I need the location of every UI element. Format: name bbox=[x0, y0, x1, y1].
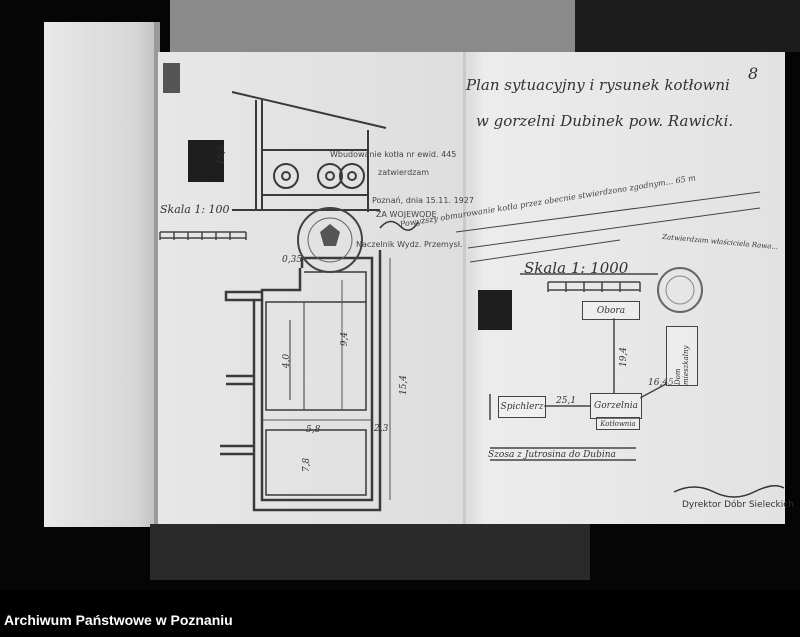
wax-seal-right bbox=[478, 290, 512, 330]
dimension-d2: 15,4 bbox=[399, 374, 410, 396]
dimension-lines bbox=[262, 258, 391, 500]
sheet-fold bbox=[463, 52, 466, 524]
upper-page-edge bbox=[170, 0, 575, 52]
dimension-d3: 5,8 bbox=[306, 425, 321, 435]
building-obora: Obora bbox=[582, 301, 640, 320]
dimension-d8: 19,4 bbox=[619, 346, 630, 368]
stamp-office: Naczelnik Wydz. Przemysł. bbox=[356, 240, 463, 249]
stamp-boiler-number: Wbudowanie kotła nr ewid. 445 bbox=[330, 150, 457, 159]
large-scale-bar bbox=[547, 281, 641, 292]
estate-stamp bbox=[657, 267, 703, 313]
building-spichlerz: Spichlerz bbox=[498, 396, 546, 418]
upper-dark-edge bbox=[575, 0, 800, 52]
boiler-elevation bbox=[231, 91, 387, 212]
stamp-voivode: ZA WOJEWODĘ bbox=[376, 210, 437, 219]
page-number: 8 bbox=[748, 64, 759, 83]
dimension-d5: 2,3 bbox=[374, 424, 389, 434]
dimension-d6: 0,35 bbox=[282, 255, 303, 265]
bottom-shadow bbox=[150, 524, 590, 580]
signature-block: Dyrektor Dóbr Sieleckich bbox=[682, 500, 794, 510]
director-signature bbox=[673, 485, 785, 498]
stamp-place-date: Poznań, dnia 15.11. 1927 bbox=[372, 196, 474, 205]
archive-footer: Archiwum Państwowe w Poznaniu bbox=[4, 612, 233, 628]
handwritten-note-lines bbox=[455, 191, 761, 263]
small-scale-bar bbox=[159, 231, 247, 240]
dimension-d1: 9,4 bbox=[340, 331, 351, 347]
left-page bbox=[44, 22, 160, 527]
distance-spichlerz-gorzelnia: 25,1 bbox=[556, 396, 577, 406]
wax-seal-left bbox=[188, 140, 224, 182]
building-kotlownia: Kotłownia bbox=[596, 417, 640, 430]
voivode-signature bbox=[379, 220, 419, 231]
building-dom-mieszkalny: Dom mieszkalny bbox=[666, 326, 698, 386]
dimension-d10: 15,5 bbox=[217, 144, 228, 166]
boiler-floor-plan bbox=[220, 250, 382, 512]
small-scale-label: Skala 1: 100 bbox=[160, 203, 230, 216]
document-title-line1: Plan sytuacyjny i rysunek kotłowni bbox=[466, 76, 730, 94]
dimension-d7: 7,8 bbox=[302, 457, 313, 473]
building-gorzelnia: Gorzelnia bbox=[590, 393, 642, 419]
corner-tab bbox=[163, 63, 180, 93]
official-round-seal bbox=[297, 207, 363, 273]
document-title-line2: w gorzelni Dubinek pow. Rawicki. bbox=[476, 112, 734, 130]
technical-drawing bbox=[159, 63, 785, 512]
stamp-approved: zatwierdzam bbox=[378, 168, 430, 177]
dimension-d4: 4,0 bbox=[282, 353, 293, 369]
site-plan-lines bbox=[489, 318, 667, 461]
road-label: Szosa z Jutrosina do Dubina bbox=[488, 450, 616, 460]
dimension-d9: 16,45 bbox=[648, 378, 674, 388]
large-scale-label: Skala 1: 1000 bbox=[524, 259, 629, 277]
